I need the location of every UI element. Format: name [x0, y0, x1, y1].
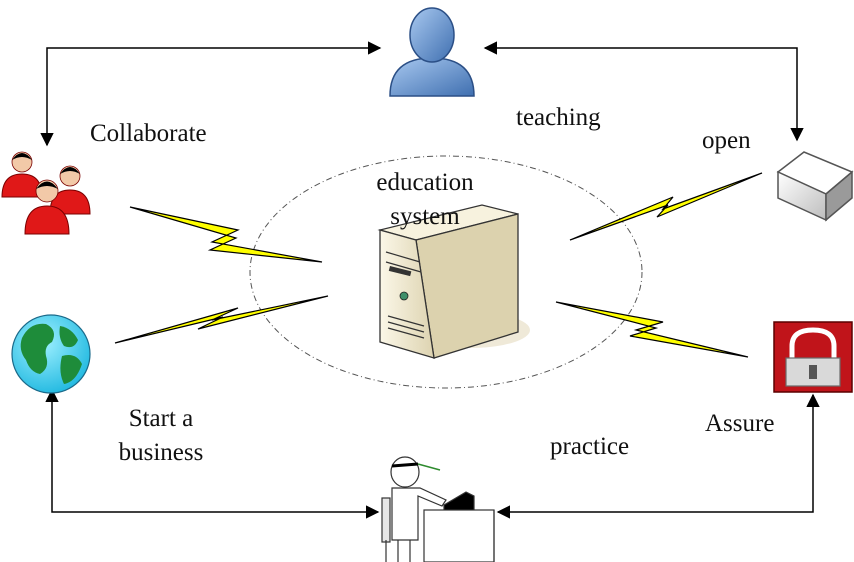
- lock-icon: [773, 321, 853, 393]
- globe-icon: [11, 314, 91, 394]
- connector-bottom-left: [45, 388, 380, 519]
- label-teaching: teaching: [516, 104, 601, 131]
- people-group-icon: [1, 151, 91, 235]
- lightning-icon: [129, 206, 323, 263]
- lightning-icon: [114, 295, 329, 344]
- label-start-line2: business: [118, 439, 204, 466]
- label-practice: practice: [550, 433, 630, 460]
- label-open: open: [702, 127, 751, 154]
- system-boundary-ellipse: [249, 155, 643, 389]
- connector-top-left: [40, 41, 382, 147]
- connector-top-right: [483, 41, 804, 142]
- label-start-business: Start a business: [98, 402, 224, 470]
- label-education-line2: system: [390, 203, 460, 230]
- user-icon: [389, 7, 475, 97]
- workstation-person-icon: [381, 456, 495, 562]
- label-education-system: education system: [350, 166, 500, 234]
- label-start-line1: Start a: [128, 405, 194, 432]
- label-education-line1: education: [376, 169, 474, 196]
- network-box-icon: [776, 151, 854, 222]
- label-collaborate: Collaborate: [90, 120, 207, 147]
- label-assure: Assure: [705, 410, 775, 437]
- lightning-icon: [555, 301, 749, 358]
- lightning-icon: [569, 172, 763, 241]
- server-icon: [377, 204, 530, 359]
- connector-bottom-right: [496, 393, 820, 519]
